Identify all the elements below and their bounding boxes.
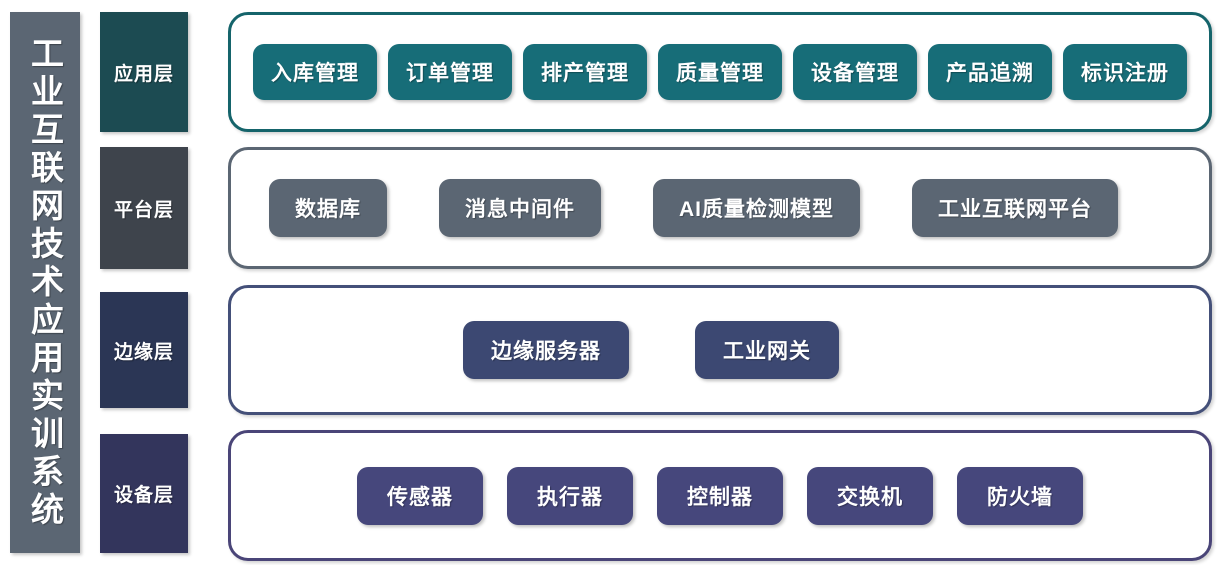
chip-device-0[interactable]: 传感器 (357, 466, 483, 525)
system-title-bar: 工业互联网技术应用实训系统 (10, 12, 80, 553)
chip-platform-0[interactable]: 数据库 (269, 179, 387, 237)
chip-application-4[interactable]: 设备管理 (793, 44, 917, 100)
layer-container-application: 入库管理 订单管理 排产管理 质量管理 设备管理 产品追溯 标识注册 (228, 12, 1212, 132)
chip-device-2[interactable]: 控制器 (657, 466, 783, 525)
chip-device-4[interactable]: 防火墙 (957, 466, 1083, 525)
chip-edge-1[interactable]: 工业网关 (695, 321, 839, 379)
layer-label-application[interactable]: 应用层 (100, 12, 188, 132)
chip-platform-2[interactable]: AI质量检测模型 (653, 179, 860, 237)
layer-label-device[interactable]: 设备层 (100, 434, 188, 553)
chip-group-platform: 数据库 消息中间件 AI质量检测模型 工业互联网平台 (231, 179, 1209, 237)
layer-row-edge: 边缘层 边缘服务器 工业网关 (0, 285, 1226, 415)
layer-label-application-text: 应用层 (113, 63, 174, 85)
chip-device-3[interactable]: 交换机 (807, 466, 933, 525)
layer-row-device: 设备层 传感器 执行器 控制器 交换机 防火墙 (0, 430, 1226, 561)
layer-label-platform[interactable]: 平台层 (100, 147, 188, 269)
layer-container-edge: 边缘服务器 工业网关 (228, 285, 1212, 415)
system-title: 工业互联网技术应用实训系统 (26, 35, 64, 530)
chip-application-0[interactable]: 入库管理 (253, 44, 377, 100)
layer-label-platform-text: 平台层 (113, 199, 174, 221)
chip-edge-0[interactable]: 边缘服务器 (463, 321, 629, 379)
chip-group-edge: 边缘服务器 工业网关 (231, 321, 1209, 379)
layer-label-device-text: 设备层 (113, 485, 174, 506)
chip-group-application: 入库管理 订单管理 排产管理 质量管理 设备管理 产品追溯 标识注册 (231, 44, 1209, 100)
chip-application-1[interactable]: 订单管理 (388, 44, 512, 100)
chip-application-3[interactable]: 质量管理 (658, 44, 782, 100)
chip-application-5[interactable]: 产品追溯 (928, 44, 1052, 100)
chip-group-device: 传感器 执行器 控制器 交换机 防火墙 (231, 466, 1209, 525)
chip-platform-1[interactable]: 消息中间件 (439, 179, 601, 237)
chip-application-2[interactable]: 排产管理 (523, 44, 647, 100)
layer-label-edge-text: 边缘层 (113, 341, 174, 363)
layer-container-device: 传感器 执行器 控制器 交换机 防火墙 (228, 430, 1212, 561)
chip-platform-3[interactable]: 工业互联网平台 (912, 179, 1118, 237)
chip-application-6[interactable]: 标识注册 (1063, 44, 1187, 100)
layer-label-edge[interactable]: 边缘层 (100, 292, 188, 408)
layer-container-platform: 数据库 消息中间件 AI质量检测模型 工业互联网平台 (228, 147, 1212, 269)
layer-row-platform: 平台层 数据库 消息中间件 AI质量检测模型 工业互联网平台 (0, 147, 1226, 269)
chip-device-1[interactable]: 执行器 (507, 466, 633, 525)
layer-row-application: 应用层 入库管理 订单管理 排产管理 质量管理 设备管理 产品追溯 标识注册 (0, 12, 1226, 132)
